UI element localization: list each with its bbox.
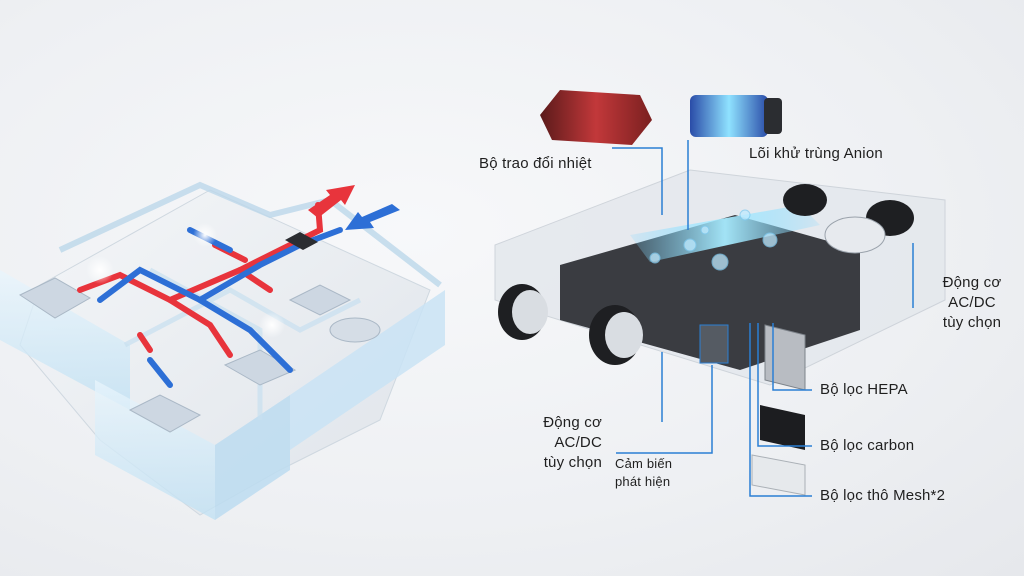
house-wall-front: [95, 380, 215, 520]
desk: [223, 349, 297, 386]
house-wall-front-right: [215, 395, 290, 520]
anion-core: [690, 95, 768, 137]
fan-left-inner: [589, 305, 643, 365]
ceiling-light-icon: [259, 312, 285, 338]
sofa: [288, 284, 352, 316]
erv-unit-small: [285, 232, 318, 250]
label-motor-right-line2: AC/DC: [948, 294, 996, 311]
anion-light-band: [630, 205, 820, 262]
exhaust-arrow-icon: [308, 185, 355, 218]
anion-core-cap: [764, 98, 782, 134]
leader-lines: [612, 140, 914, 497]
bed-shape: [18, 277, 92, 319]
label-motor-right: Động cơ AC/DC tùy chọn: [920, 273, 1024, 333]
label-sensor-line1: Cảm biến: [615, 456, 673, 471]
erv-exploded-unit: [494, 90, 946, 497]
label-mesh-filter: Bộ lọc thô Mesh*2: [820, 487, 946, 504]
house-wall-right: [290, 290, 445, 450]
carbon-filter: [760, 405, 805, 450]
label-sensor: Cảm biến phát hiện: [615, 455, 672, 491]
ceiling-light-icon: [86, 256, 114, 284]
label-hepa-filter: Bộ lọc HEPA: [820, 381, 908, 398]
label-motor-left: Động cơ AC/DC tùy chọn: [520, 413, 602, 473]
intake-arrow-icon: [345, 204, 400, 230]
hepa-filter: [764, 324, 806, 391]
bed2: [128, 394, 202, 433]
fan-left-outer: [498, 284, 548, 340]
label-motor-right-line1: Động cơ: [942, 274, 1002, 291]
label-anion-core: Lõi khử trùng Anion: [749, 145, 883, 162]
label-motor-left-line1: Động cơ: [543, 414, 602, 431]
house-cutaway: [0, 181, 445, 520]
anion-bubbles: [649, 209, 778, 271]
ceiling-light-icon: [193, 223, 217, 247]
fan-right-top: [783, 184, 914, 254]
label-carbon-filter: Bộ lọc carbon: [820, 437, 915, 454]
label-motor-left-line2: AC/DC: [554, 434, 602, 451]
house-wall-left: [0, 270, 130, 410]
label-sensor-line2: phát hiện: [615, 474, 671, 489]
label-motor-right-line3: tùy chọn: [942, 314, 1002, 331]
return-duct: [97, 227, 343, 388]
house-partition-inner: [123, 287, 362, 348]
heat-exchanger-core: [540, 90, 652, 145]
mesh-filter: [751, 454, 806, 496]
label-heat-exchanger: Bộ trao đổi nhiệt: [479, 155, 592, 172]
table: [329, 317, 381, 343]
label-motor-left-line3: tùy chọn: [543, 454, 602, 471]
sensor-board: [699, 324, 729, 364]
